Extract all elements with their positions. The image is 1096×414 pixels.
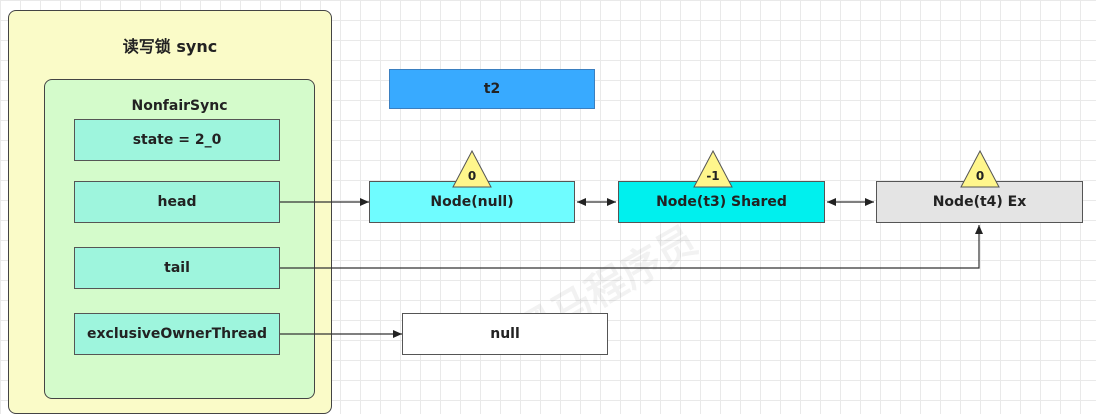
null-box: null bbox=[402, 313, 608, 355]
exclusive-owner-thread-field: exclusiveOwnerThread bbox=[74, 313, 280, 355]
node-t4-ex: Node(t4) Ex bbox=[876, 181, 1083, 223]
thread-t2-box: t2 bbox=[389, 69, 595, 109]
state-field: state = 2_0 bbox=[74, 119, 280, 161]
tail-field: tail bbox=[74, 247, 280, 289]
node-t3-shared: Node(t3) Shared bbox=[618, 181, 825, 223]
node-null: Node(null) bbox=[369, 181, 575, 223]
sync-title: 读写锁 sync bbox=[122, 37, 218, 56]
head-field: head bbox=[74, 181, 280, 223]
nonfair-sync-title: NonfairSync bbox=[131, 98, 228, 114]
